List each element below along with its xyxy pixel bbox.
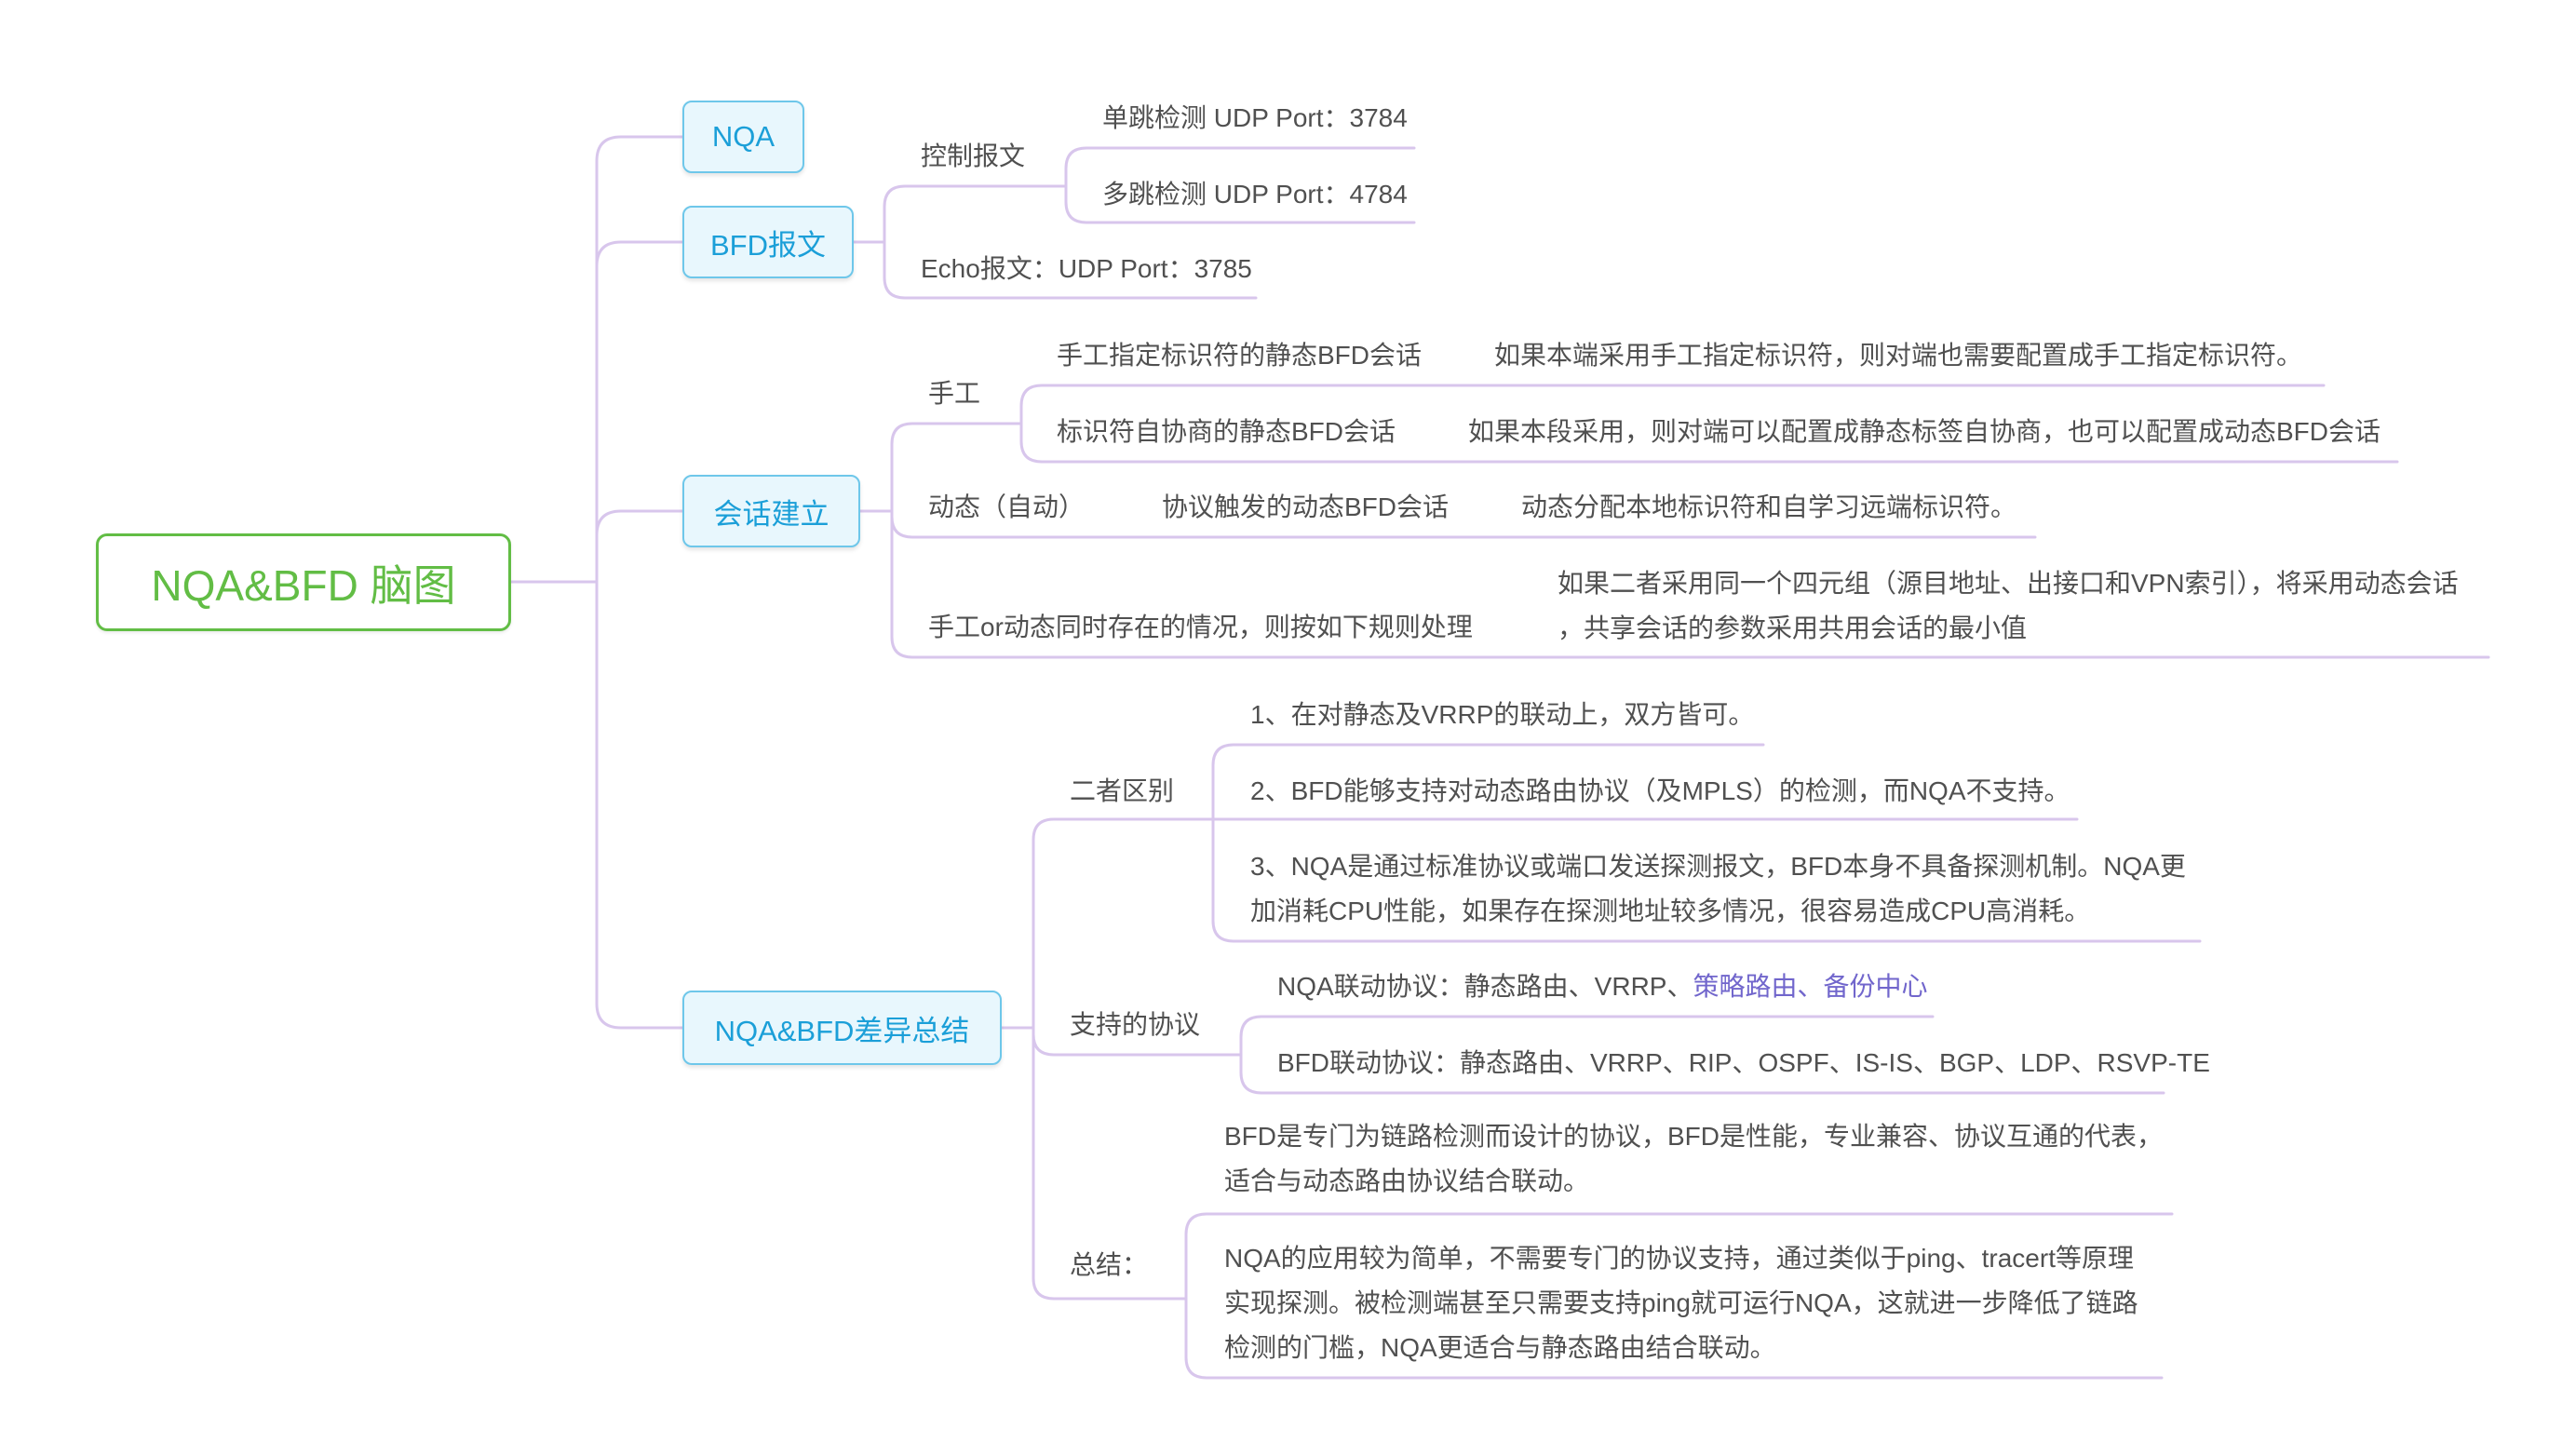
subtopic-coexist: 手工or动态同时存在的情况，则按如下规则处理 (928, 613, 1473, 641)
connector-static-auto-id (1019, 422, 1434, 464)
summary-nqa-line-1: NQA的应用较为简单，不需要专门的协议支持，通过类似于ping、tracert等… (1224, 1244, 2134, 1273)
topic-bfd-packet-label: BFD报文 (710, 228, 826, 262)
root-topic-title: NQA&BFD 脑图 (151, 560, 456, 610)
nqa-protocols: NQA联动协议：静态路由、VRRP、策略路由、备份中心 (1277, 968, 1928, 1005)
root-topic: NQA&BFD 脑图 (96, 533, 511, 631)
topic-bfd-packet: BFD报文 (682, 206, 854, 278)
connector-to-comparison (595, 580, 684, 1030)
connector-echo-packet (883, 240, 1258, 300)
connector-summary (1032, 1026, 1188, 1301)
connector-to-nqa (595, 135, 684, 584)
connector-summary-nqa (1184, 1297, 2164, 1380)
connector-static-manual-id (1019, 384, 1460, 425)
subtopic-dynamic: 动态（自动） (928, 492, 1086, 521)
subtopic-static-manual-id: 手工指定标识符的静态BFD会话 (1057, 341, 1423, 370)
note-static-manual-id: 如果本端采用手工指定标识符，则对端也需要配置成手工指定标识符。 (1494, 341, 2303, 370)
connector-coexist (890, 509, 1521, 659)
connector-nqa-protocols (1239, 1015, 1935, 1057)
subtopic-manual: 手工 (928, 379, 981, 408)
topic-nqa: NQA (682, 101, 804, 173)
note-coexist-line-1: 如果二者采用同一个四元组（源目地址、出接口和VPN索引），将采用动态会话 (1558, 569, 2459, 598)
subtopic-echo-packet: Echo报文：UDP Port：3785 (921, 254, 1252, 283)
difference-item-3: 3、NQA是通过标准协议或端口发送探测报文，BFD本身不具备探测机制。NQA更 … (1250, 844, 2186, 934)
difference-item-3-line-2: 加消耗CPU性能，如果存在探测地址较多情况，很容易造成CPU高消耗。 (1250, 897, 2091, 925)
connector-difference-3 (1211, 817, 2202, 943)
topic-nqa-label: NQA (711, 120, 775, 153)
difference-item-2: 2、BFD能够支持对动态路由协议（及MPLS）的检测，而NQA不支持。 (1250, 776, 2070, 805)
subtopic-protocols: 支持的协议 (1070, 1010, 1201, 1039)
subtopic-control-packet: 控制报文 (921, 142, 1026, 170)
topic-session: 会话建立 (682, 475, 860, 547)
subtopic-differences: 二者区别 (1070, 776, 1175, 805)
topic-comparison-label: NQA&BFD差异总结 (714, 1014, 970, 1047)
difference-item-1: 1、在对静态及VRRP的联动上，双方皆可。 (1250, 700, 1755, 729)
difference-item-3-line-1: 3、NQA是通过标准协议或端口发送探测报文，BFD本身不具备探测机制。NQA更 (1250, 852, 2186, 881)
summary-nqa: NQA的应用较为简单，不需要专门的协议支持，通过类似于ping、tracert等… (1224, 1236, 2138, 1370)
topic-session-label: 会话建立 (713, 497, 829, 531)
summary-bfd: BFD是专门为链路检测而设计的协议，BFD是性能，专业兼容、协议互通的代表， 适… (1224, 1114, 2163, 1204)
note-coexist: 如果二者采用同一个四元组（源目地址、出接口和VPN索引），将采用动态会话 ，共享… (1558, 561, 2459, 651)
connector-control-packet (883, 184, 1068, 244)
connector-multi-hop (1064, 184, 1416, 224)
subtopic-protocol-triggered: 协议触发的动态BFD会话 (1162, 492, 1450, 521)
bfd-protocols: BFD联动协议：静态路由、VRRP、RIP、OSPF、IS-IS、BGP、LDP… (1277, 1048, 2210, 1077)
connector-to-session (595, 509, 684, 584)
connector-difference-1 (1211, 743, 1765, 821)
connector-bfd-protocols (1239, 1053, 2165, 1095)
note-protocol-triggered: 动态分配本地标识符和自学习远端标识符。 (1521, 492, 2017, 521)
summary-bfd-line-2: 适合与动态路由协议结合联动。 (1224, 1166, 1590, 1195)
subtopic-summary: 总结： (1070, 1250, 1149, 1279)
connector-differences (1032, 817, 1215, 1030)
connector-summary-bfd (1184, 1212, 2174, 1301)
nqa-protocols-text: NQA联动协议：静态路由、VRRP、 (1277, 972, 1693, 1001)
connector-to-bfd-packet (595, 240, 684, 584)
topic-comparison: NQA&BFD差异总结 (682, 991, 1002, 1065)
subtopic-multi-hop: 多跳检测 UDP Port：4784 (1102, 180, 1408, 209)
subtopic-single-hop: 单跳检测 UDP Port：3784 (1102, 103, 1408, 132)
summary-nqa-line-2: 实现探测。被检测端甚至只需要支持ping就可运行NQA，这就进一步降低了链路 (1224, 1288, 2138, 1317)
note-coexist-line-2: ，共享会话的参数采用共用会话的最小值 (1558, 613, 2028, 642)
subtopic-static-auto-id: 标识符自协商的静态BFD会话 (1057, 417, 1396, 446)
nqa-protocols-highlight: 策略路由、备份中心 (1693, 972, 1928, 1001)
summary-bfd-line-1: BFD是专门为链路检测而设计的协议，BFD是性能，专业兼容、协议互通的代表， (1224, 1122, 2164, 1151)
summary-nqa-line-3: 检测的门槛，NQA更适合与静态路由结合联动。 (1224, 1333, 1776, 1362)
connector-single-hop (1064, 146, 1416, 188)
connector-manual (890, 422, 1023, 513)
note-static-auto-id: 如果本段采用，则对端可以配置成静态标签自协商，也可以配置成动态BFD会话 (1468, 417, 2381, 446)
